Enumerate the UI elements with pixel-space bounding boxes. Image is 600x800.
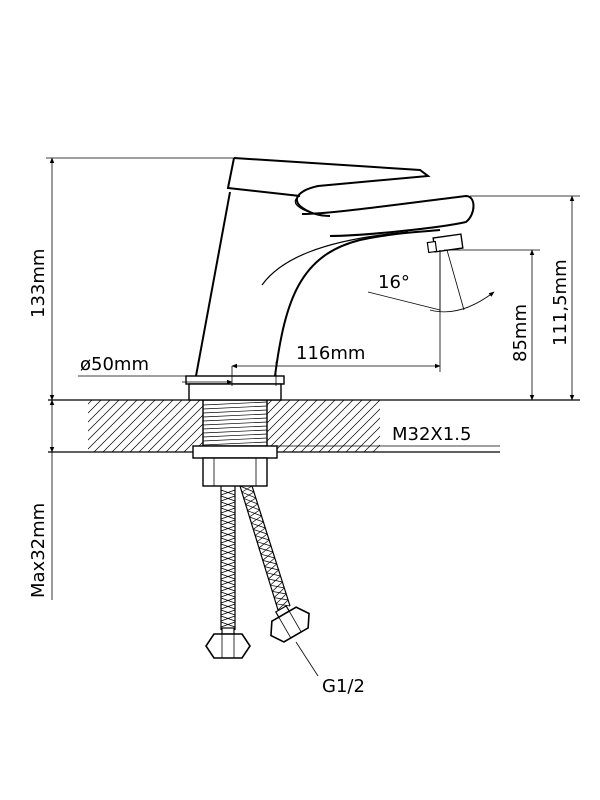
mounting-shank	[192, 399, 278, 487]
label-max32mm: Max32mm	[28, 503, 49, 598]
dimension-labels: 133mm Max32mm ø50mm 116mm 16° 85mm 111,5…	[28, 249, 571, 697]
label-16-degrees: 16°	[378, 272, 410, 293]
label-116mm: 116mm	[296, 343, 365, 364]
label-85mm: 85mm	[510, 304, 531, 362]
faucet-base	[185, 375, 285, 401]
label-thread-m32x1-5: M32X1.5	[392, 424, 471, 445]
label-diameter-50mm: ø50mm	[80, 354, 149, 375]
countertop	[48, 399, 580, 453]
label-133mm: 133mm	[28, 249, 49, 318]
supply-hoses	[205, 485, 310, 659]
label-111-5mm: 111,5mm	[550, 259, 571, 346]
label-g1-2: G1/2	[322, 676, 365, 697]
lever-handle	[226, 157, 431, 217]
dimension-lines	[46, 157, 580, 677]
faucet-body	[195, 191, 475, 377]
